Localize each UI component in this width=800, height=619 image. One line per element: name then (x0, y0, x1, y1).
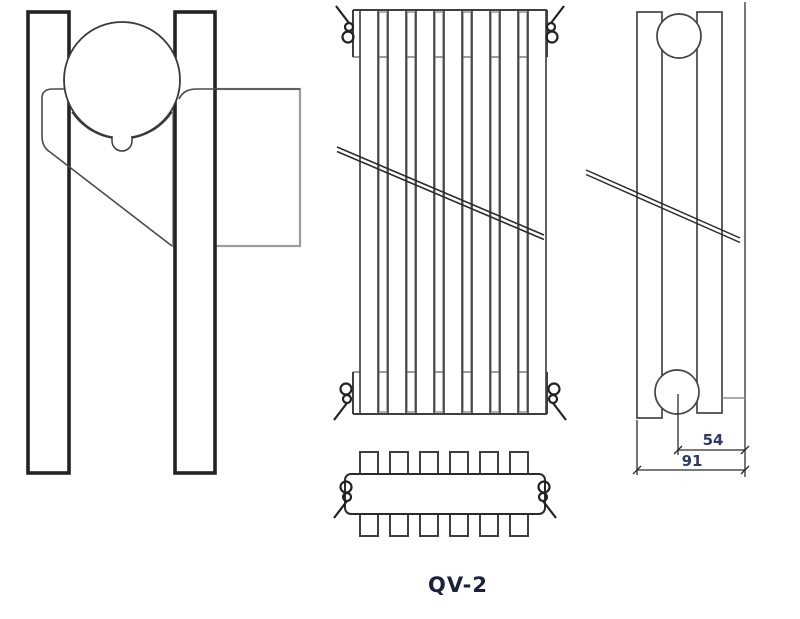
mounting-clip-icon (332, 382, 353, 422)
break-line-front (336, 146, 545, 241)
bottom-tube-circle (654, 369, 700, 415)
side-view-bracket-detail (26, 10, 302, 475)
tube-circle (63, 21, 181, 139)
left-rail (636, 11, 663, 419)
right-rail (696, 11, 723, 414)
plan-tube-sections (359, 451, 529, 537)
right-column-bar (173, 10, 217, 475)
mounting-clip-icon (334, 4, 355, 44)
front-elevation (332, 4, 568, 422)
mounting-clip-icon (547, 382, 568, 422)
tube-notch (111, 136, 133, 152)
left-column-bar (26, 10, 71, 475)
plan-header-bar (344, 473, 546, 515)
dimensioning: 54 91 (632, 394, 750, 475)
mounting-clip-icon (545, 4, 566, 44)
side-elevation (585, 2, 746, 477)
dimension-center-to-wall: 54 (703, 431, 724, 449)
bracket-outline (41, 88, 300, 247)
front-tubes (359, 9, 547, 415)
back-tubes (378, 11, 528, 413)
model-label: QV-2 (428, 573, 488, 597)
top-tube-circle (656, 13, 702, 59)
dimension-total-depth: 91 (682, 452, 703, 470)
dimension-lines (632, 394, 750, 475)
plan-view (332, 451, 558, 537)
break-line-side (585, 169, 741, 244)
